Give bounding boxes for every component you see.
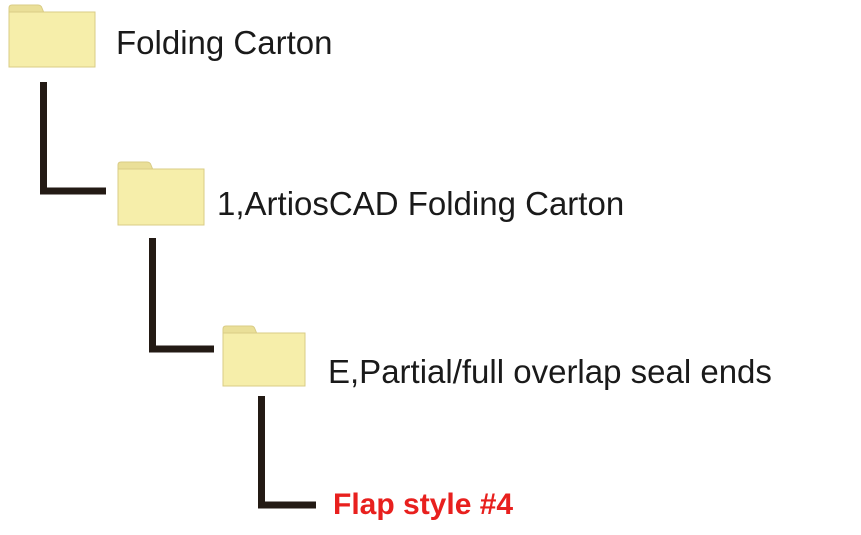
folder-icon xyxy=(117,161,205,226)
folder-icon xyxy=(8,4,96,68)
connector-level-1 xyxy=(40,82,106,195)
tree-node-label-highlighted: Flap style #4 xyxy=(333,488,514,521)
folder-icon xyxy=(222,325,306,387)
connector-level-3 xyxy=(258,396,316,509)
tree-node-label: Folding Carton xyxy=(116,24,333,61)
connector-level-2 xyxy=(149,238,214,353)
tree-node-label: E,Partial/full overlap seal ends xyxy=(328,353,772,390)
tree-node-label: 1,ArtiosCAD Folding Carton xyxy=(217,185,625,222)
